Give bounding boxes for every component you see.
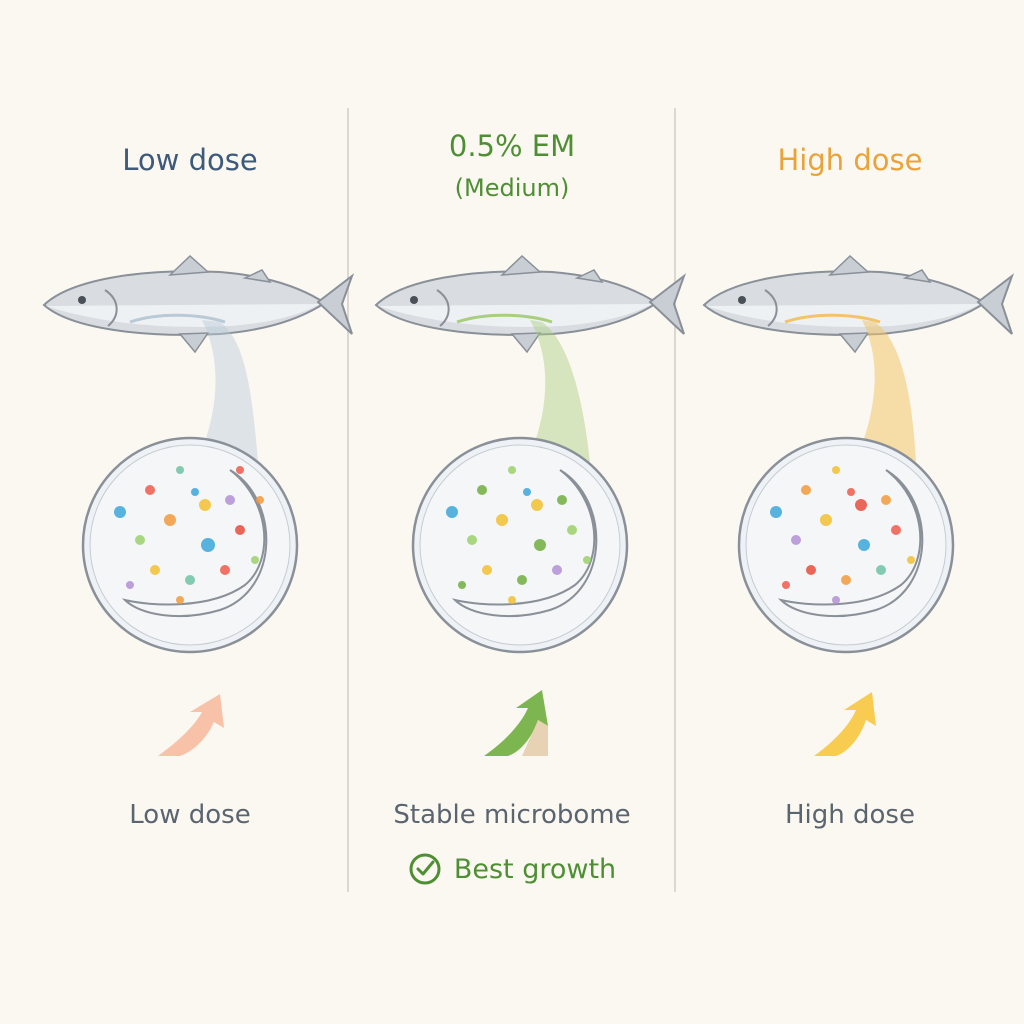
microbiome-dish <box>411 436 629 654</box>
microbiome-dish <box>81 436 299 654</box>
gut-connector <box>530 320 590 462</box>
panel-caption: High dose <box>785 800 915 830</box>
panel-caption: Stable microbome <box>393 800 631 830</box>
panel-title: Low dose <box>122 143 258 177</box>
gut-connector <box>202 320 258 462</box>
panel-illustration <box>702 254 1015 756</box>
trend-up-arrow-icon <box>158 694 224 756</box>
fish-icon <box>374 254 687 354</box>
fish-icon <box>42 254 355 354</box>
panel-illustration <box>42 254 355 756</box>
fish-icon <box>702 254 1015 354</box>
microbiome-dish <box>737 436 955 654</box>
trend-up-arrow-icon <box>814 692 876 756</box>
divider-left <box>347 108 349 892</box>
trend-up-arrow-icon <box>484 690 548 756</box>
panel-title: High dose <box>777 143 923 177</box>
panel-caption: Low dose <box>129 800 251 830</box>
badge-label: Best growth <box>453 853 617 885</box>
panel-illustration <box>374 254 687 756</box>
panel-low-dose: Low dose <box>30 0 355 1024</box>
panel-subtitle: (Medium) <box>454 174 570 202</box>
gut-connector <box>860 320 916 462</box>
panel-title: 0.5% EM <box>448 129 576 163</box>
check-circle-icon <box>409 853 441 885</box>
panel-medium-dose: 0.5% EM (Medium) <box>352 0 687 1024</box>
divider-right <box>674 108 676 892</box>
best-growth-badge: Best growth <box>352 852 672 886</box>
panel-high-dose: High dose <box>690 0 1015 1024</box>
